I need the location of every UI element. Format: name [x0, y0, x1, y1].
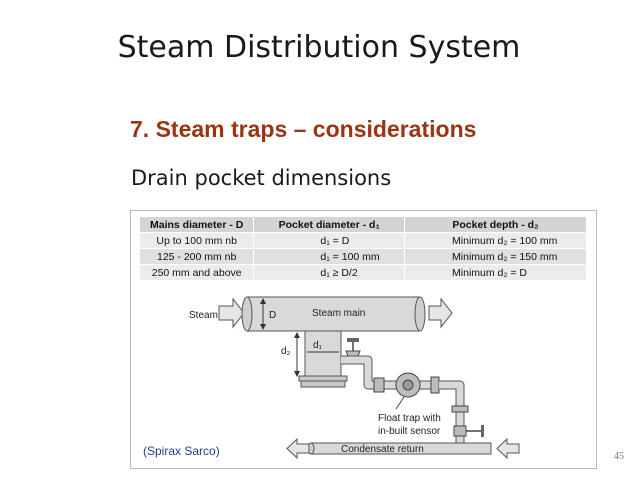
steam-inlet-arrow: [218, 297, 245, 329]
valve-handle: [347, 338, 359, 342]
drain-pocket-cap: [300, 380, 346, 388]
d1-label: d₁: [313, 340, 323, 351]
table-row: 250 mm and above d₁ ≥ D/2 Minimum d₂ = D: [138, 264, 587, 281]
table-cell: 125 - 200 mm nb: [138, 248, 255, 265]
trap-label-line2: in-built sensor: [378, 426, 441, 437]
valve-handle-knob: [481, 425, 484, 437]
table-cell: d₁ ≥ D/2: [253, 264, 406, 281]
section-heading: 7. Steam traps – considerations: [130, 116, 477, 142]
drain-pocket-figure: Mains diameter - D Pocket diameter - d₁ …: [130, 210, 597, 469]
condensate-arrow: [286, 437, 310, 460]
dimensions-table: Mains diameter - D Pocket diameter - d₁ …: [138, 216, 587, 281]
strainer: [373, 377, 385, 393]
table-cell: 250 mm and above: [138, 264, 255, 281]
drain-pocket-diagram: Steam D Steam main d₁ d₂: [189, 296, 520, 460]
steam-label: Steam: [189, 310, 218, 321]
d-arrowhead: [260, 324, 266, 330]
table-row: Up to 100 mm nb d₁ = D Minimum d₂ = 100 …: [138, 232, 587, 249]
page-number: 45: [614, 451, 624, 462]
steam-main-end: [241, 296, 253, 332]
steam-outlet-arrow: [428, 297, 453, 329]
condensate-return-label: Condensate return: [341, 444, 424, 455]
table-cell: Minimum d₂ = D: [404, 264, 587, 281]
column-header: Mains diameter - D: [138, 216, 255, 233]
table-cell: Minimum d₂ = 100 mm: [404, 232, 587, 249]
image-credit: (Spirax Sarco): [141, 444, 222, 458]
d-label: D: [269, 310, 276, 321]
drain-pocket-flange: [298, 375, 348, 382]
isolation-valve: [453, 425, 467, 437]
trap-label-line1: Float trap with: [378, 413, 441, 424]
condensate-arrow: [496, 437, 520, 460]
body-text: Drain pocket dimensions: [131, 166, 392, 190]
steam-main-pipe: [246, 296, 421, 332]
trap-leader-line: [395, 396, 405, 410]
column-header: Pocket diameter - d₁: [253, 216, 406, 233]
d2-label: d₂: [281, 346, 291, 357]
float-trap-cap: [402, 379, 414, 391]
check-valve: [451, 405, 469, 413]
d2-arrowhead: [294, 332, 300, 338]
trap-connector: [430, 376, 440, 394]
d-arrowhead: [260, 298, 266, 304]
steam-main-end: [414, 296, 426, 332]
slide-title: Steam Distribution System: [117, 30, 521, 65]
drain-pocket: [304, 330, 342, 377]
table-header-row: Mains diameter - D Pocket diameter - d₁ …: [138, 216, 587, 233]
table-cell: d₁ = D: [253, 232, 406, 249]
steam-main-label: Steam main: [312, 308, 365, 319]
column-header: Pocket depth - d₂: [404, 216, 587, 233]
d2-arrowhead: [294, 371, 300, 377]
return-drop-line-inner: [439, 381, 464, 446]
table-cell: Minimum d₂ = 150 mm: [404, 248, 587, 265]
